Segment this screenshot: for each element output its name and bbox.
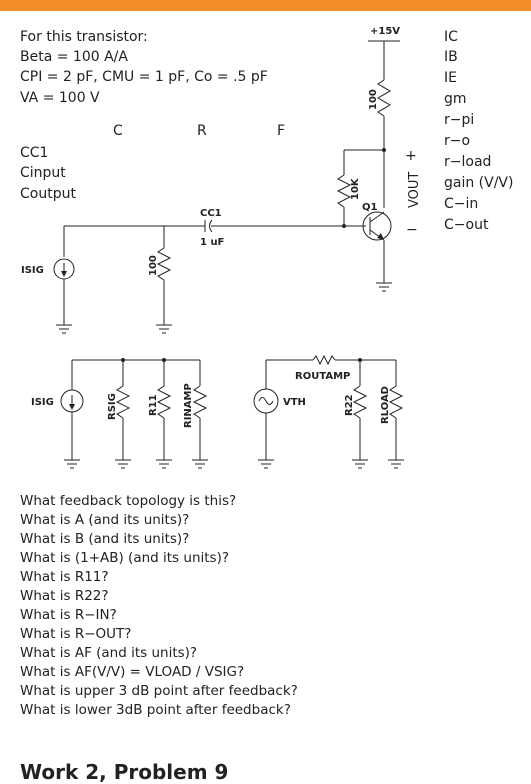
- label-vout: VOUT: [407, 172, 422, 208]
- node-base: [342, 224, 346, 228]
- resistor-rload-model: [388, 385, 404, 419]
- question-12: What is lower 3dB point after feedback?: [20, 702, 291, 718]
- resistor-routamp-model: [312, 354, 336, 366]
- node-collector: [382, 148, 386, 152]
- resistor-r11-model: [156, 385, 172, 419]
- param-ib: IB: [444, 49, 458, 65]
- resistor-r22-model: [352, 385, 368, 419]
- emitter-arrow: [377, 233, 384, 240]
- isig-model-arrow: [69, 404, 75, 410]
- param-r-o: r−o: [444, 133, 471, 149]
- label-q1: Q1: [362, 202, 378, 213]
- header-line-1: For this transistor:: [20, 29, 148, 45]
- label-vout-plus: +: [405, 148, 417, 164]
- question-5: What is R11?: [20, 569, 109, 585]
- param-gain: gain (V/V): [444, 175, 514, 191]
- param-c-out: C−out: [444, 217, 489, 233]
- param-ie: IE: [444, 70, 457, 86]
- question-7: What is R−IN?: [20, 607, 117, 623]
- header-line-4: VA = 100 V: [20, 90, 100, 106]
- transistor-collector-leg: [369, 211, 385, 223]
- resistor-rinamp-model: [192, 385, 208, 419]
- resistor-bias: [336, 174, 352, 208]
- label-r-sig: 100: [148, 255, 159, 276]
- resistor-top: [377, 79, 391, 117]
- section-title: Work 2, Problem 9: [20, 760, 229, 784]
- label-isig: ISIG: [21, 265, 44, 276]
- label-r-bias: 10K: [350, 177, 361, 200]
- node-model-r11: [162, 358, 166, 362]
- label-isig-model: ISIG: [31, 397, 54, 408]
- isig-arrow: [61, 271, 67, 277]
- label-vth-model: VTH: [283, 397, 306, 408]
- question-9: What is AF (and its units)?: [20, 645, 198, 661]
- param-ic: IC: [444, 29, 458, 45]
- row-label-cinput: Cinput: [20, 165, 66, 181]
- node-model-rsig: [121, 358, 125, 362]
- row-label-coutput: Coutput: [20, 186, 76, 202]
- label-r22-model: R22: [344, 394, 355, 416]
- label-rload-model: RLOAD: [380, 386, 391, 424]
- param-c-in: C−in: [444, 196, 479, 212]
- accent-bar: [0, 0, 531, 11]
- header-line-2: Beta = 100 A/A: [20, 49, 128, 65]
- question-3: What is B (and its units)?: [20, 531, 190, 547]
- label-r-top: 100: [368, 89, 379, 110]
- question-2: What is A (and its units)?: [20, 512, 190, 528]
- label-cc1: CC1: [200, 208, 222, 219]
- header-line-3: CPI = 2 pF, CMU = 1 pF, Co = .5 pF: [20, 69, 268, 85]
- param-r-pi: r−pi: [444, 112, 475, 128]
- column-header-r: R: [197, 123, 207, 139]
- label-rinamp-model: RINAMP: [183, 383, 194, 428]
- capacitor-plate-right: [209, 219, 213, 233]
- transistor-body: [362, 211, 392, 241]
- label-routamp-model: ROUTAMP: [295, 371, 350, 382]
- label-supply: +15V: [370, 26, 400, 37]
- column-header-f: F: [277, 123, 286, 139]
- question-11: What is upper 3 dB point after feedback?: [20, 683, 298, 699]
- question-1: What feedback topology is this?: [20, 493, 237, 509]
- resistor-rsig-model: [115, 385, 131, 419]
- label-cc1-value: 1 uF: [200, 237, 224, 248]
- resistor-sig: [156, 247, 172, 281]
- question-8: What is R−OUT?: [20, 626, 132, 642]
- column-header-c: C: [113, 123, 123, 139]
- question-4: What is (1+AB) (and its units)?: [20, 550, 230, 566]
- question-6: What is R22?: [20, 588, 109, 604]
- label-rsig-model: RSIG: [107, 393, 118, 420]
- label-vout-minus: −: [406, 222, 418, 238]
- row-label-cc1: CC1: [20, 145, 49, 161]
- param-gm: gm: [444, 91, 467, 107]
- question-10: What is AF(V/V) = VLOAD / VSIG?: [20, 664, 245, 680]
- node-model-r22: [358, 358, 362, 362]
- param-r-load: r−load: [444, 154, 492, 170]
- label-r11-model: R11: [148, 394, 159, 416]
